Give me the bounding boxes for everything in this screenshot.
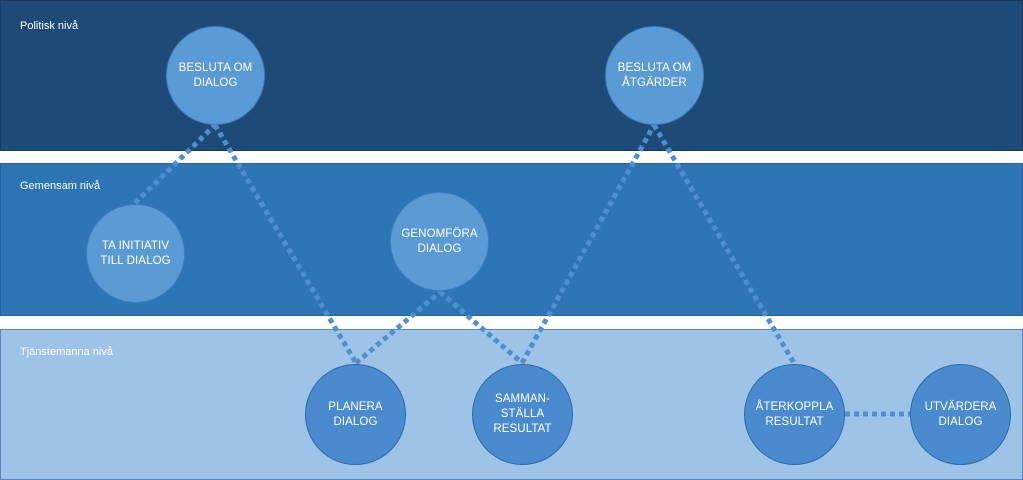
- connector-decide-dialog-to-plan: [212, 123, 359, 365]
- node-conduct-dialog[interactable]: GENOMFÖRA DIALOG: [390, 192, 489, 291]
- node-evaluate-dialog[interactable]: UTVÄRDERA DIALOG: [910, 364, 1011, 465]
- node-compile-results[interactable]: SAMMAN- STÄLLA RESULTAT: [472, 364, 573, 465]
- node-decide-dialog[interactable]: BESLUTA OM DIALOG: [166, 26, 265, 125]
- connector-decide-actions-to-feedback: [651, 123, 797, 365]
- band-label-common: Gemensam nivå: [20, 180, 101, 192]
- band-label-political: Politisk nivå: [20, 20, 79, 32]
- node-decide-actions[interactable]: BESLUTA OM ÅTGÄRDER: [605, 26, 704, 125]
- connector-initiative-to-decide-dialog: [133, 123, 217, 205]
- connector-conduct-to-compile: [438, 290, 524, 365]
- band-label-official: Tjänstemanna nivå: [20, 346, 113, 358]
- node-feedback-results[interactable]: ÅTERKOPPLA RESULTAT: [744, 364, 845, 465]
- node-take-initiative[interactable]: TA INITIATIV TILL DIALOG: [86, 204, 185, 303]
- connector-compile-to-decide-actions: [519, 123, 657, 365]
- node-plan-dialog[interactable]: PLANERA DIALOG: [305, 364, 406, 465]
- connector-plan-to-conduct: [354, 290, 442, 365]
